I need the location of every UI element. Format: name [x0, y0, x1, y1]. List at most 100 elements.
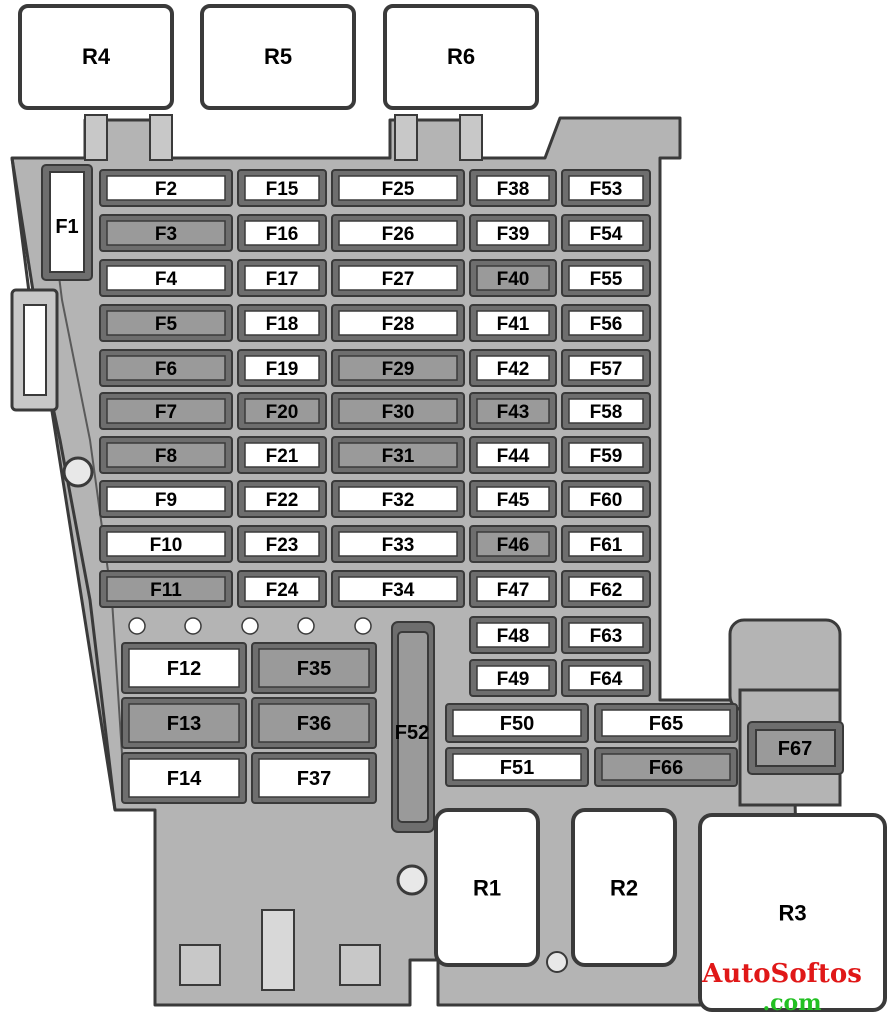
fuse-f49: F49: [469, 659, 557, 697]
relay-r1: R1: [434, 808, 540, 967]
fuse-body: [128, 758, 240, 798]
fuse-body: [476, 622, 550, 648]
fuse-f16: F16: [237, 214, 327, 252]
fuse-f64: F64: [561, 659, 651, 697]
fuse-label: F66: [649, 757, 683, 779]
fuse-f15: F15: [237, 169, 327, 207]
fuse-f52: F52: [391, 621, 435, 833]
fuse-body: [244, 175, 320, 201]
fuse-body: [568, 398, 644, 424]
top-clip-left-2: [149, 114, 173, 161]
fuse-f28: F28: [331, 304, 465, 342]
relay-body: [18, 4, 174, 110]
fuse-f46: F46: [469, 525, 557, 563]
fuse-f51: F51: [445, 747, 589, 787]
fuse-label: F51: [500, 757, 534, 779]
fuse-f60: F60: [561, 480, 651, 518]
watermark-domain: .com: [762, 990, 821, 1016]
hole-row: [128, 617, 372, 635]
fuse-label: F53: [590, 179, 623, 200]
relay-body: [383, 4, 539, 110]
fuse-f59: F59: [561, 436, 651, 474]
fuse-body: [244, 531, 320, 557]
fuse-f10: F10: [99, 525, 233, 563]
relay-label: R6: [447, 44, 475, 69]
fuse-f63: F63: [561, 616, 651, 654]
fuse-body: [568, 355, 644, 381]
fuse-f20: F20: [237, 392, 327, 430]
fuse-label: F23: [266, 535, 299, 556]
fuse-label: F34: [382, 580, 415, 601]
fuse-body: [106, 531, 226, 557]
fuse-label: F56: [590, 314, 623, 335]
fuse-label: F29: [382, 359, 415, 380]
fuse-body: [568, 442, 644, 468]
fuse-f39: F39: [469, 214, 557, 252]
fuse-f58: F58: [561, 392, 651, 430]
fuse-f50: F50: [445, 703, 589, 743]
fuse-body: [244, 310, 320, 336]
fuse-body: [601, 709, 731, 737]
fuse-f30: F30: [331, 392, 465, 430]
fuse-body: [244, 576, 320, 602]
bottom-tab-left: [179, 944, 221, 986]
fuse-f57: F57: [561, 349, 651, 387]
fuse-body: [568, 531, 644, 557]
fuse-label: F43: [497, 402, 530, 423]
fuse-body: [106, 486, 226, 512]
fuse-label: F59: [590, 446, 623, 467]
fuse-label: F9: [155, 490, 177, 511]
fuse-body: [338, 310, 458, 336]
fuse-f52-label: F52: [395, 722, 429, 744]
fuse-f25: F25: [331, 169, 465, 207]
fuse-f54: F54: [561, 214, 651, 252]
fuse-label: F13: [167, 713, 201, 735]
small-fuse-group: F2F3F4F5F6F7F8F9F10F11F15F16F17F18F19F20…: [99, 169, 651, 697]
fuse-f12: F12: [121, 642, 247, 694]
fuse-label: F27: [382, 269, 415, 290]
fuse-body: [338, 442, 458, 468]
fuse-body: [106, 265, 226, 291]
fuse-body: [106, 310, 226, 336]
fuse-label: F33: [382, 535, 415, 556]
fuse-label: F6: [155, 359, 177, 380]
fuse-body: [476, 531, 550, 557]
fuse-label: F25: [382, 179, 415, 200]
fuse-label: F54: [590, 224, 623, 245]
fuse-label: F17: [266, 269, 299, 290]
fuse-body: [476, 486, 550, 512]
fuse-label: F28: [382, 314, 415, 335]
screw-left: [62, 456, 94, 488]
fuse-f29: F29: [331, 349, 465, 387]
fuse-body: [106, 220, 226, 246]
fuse-f9: F9: [99, 480, 233, 518]
relay-body: [571, 808, 677, 967]
fuse-f23: F23: [237, 525, 327, 563]
relay-r3: R3: [698, 813, 887, 1012]
fuse-label: F65: [649, 713, 683, 735]
fuse-body: [452, 753, 582, 781]
fuse-body: [476, 175, 550, 201]
fuse-label: F12: [167, 658, 201, 680]
fuse-body: [452, 709, 582, 737]
bottom-tab-right: [339, 944, 381, 986]
fuse-body: [568, 486, 644, 512]
fuse-body: [106, 175, 226, 201]
fuse-body: [568, 220, 644, 246]
mounting-hole: [241, 617, 259, 635]
fuse-body: [258, 703, 370, 743]
fuse-label: F62: [590, 580, 623, 601]
fuse-label: F18: [266, 314, 299, 335]
fuse-body: [476, 310, 550, 336]
mounting-hole: [128, 617, 146, 635]
fuse-f32: F32: [331, 480, 465, 518]
top-clip-right: [394, 114, 418, 161]
fuse-f17: F17: [237, 259, 327, 297]
fuse-label: F35: [297, 658, 331, 680]
fuse-label: F55: [590, 269, 623, 290]
fuse-f36: F36: [251, 697, 377, 749]
relay-label: R3: [778, 901, 806, 926]
